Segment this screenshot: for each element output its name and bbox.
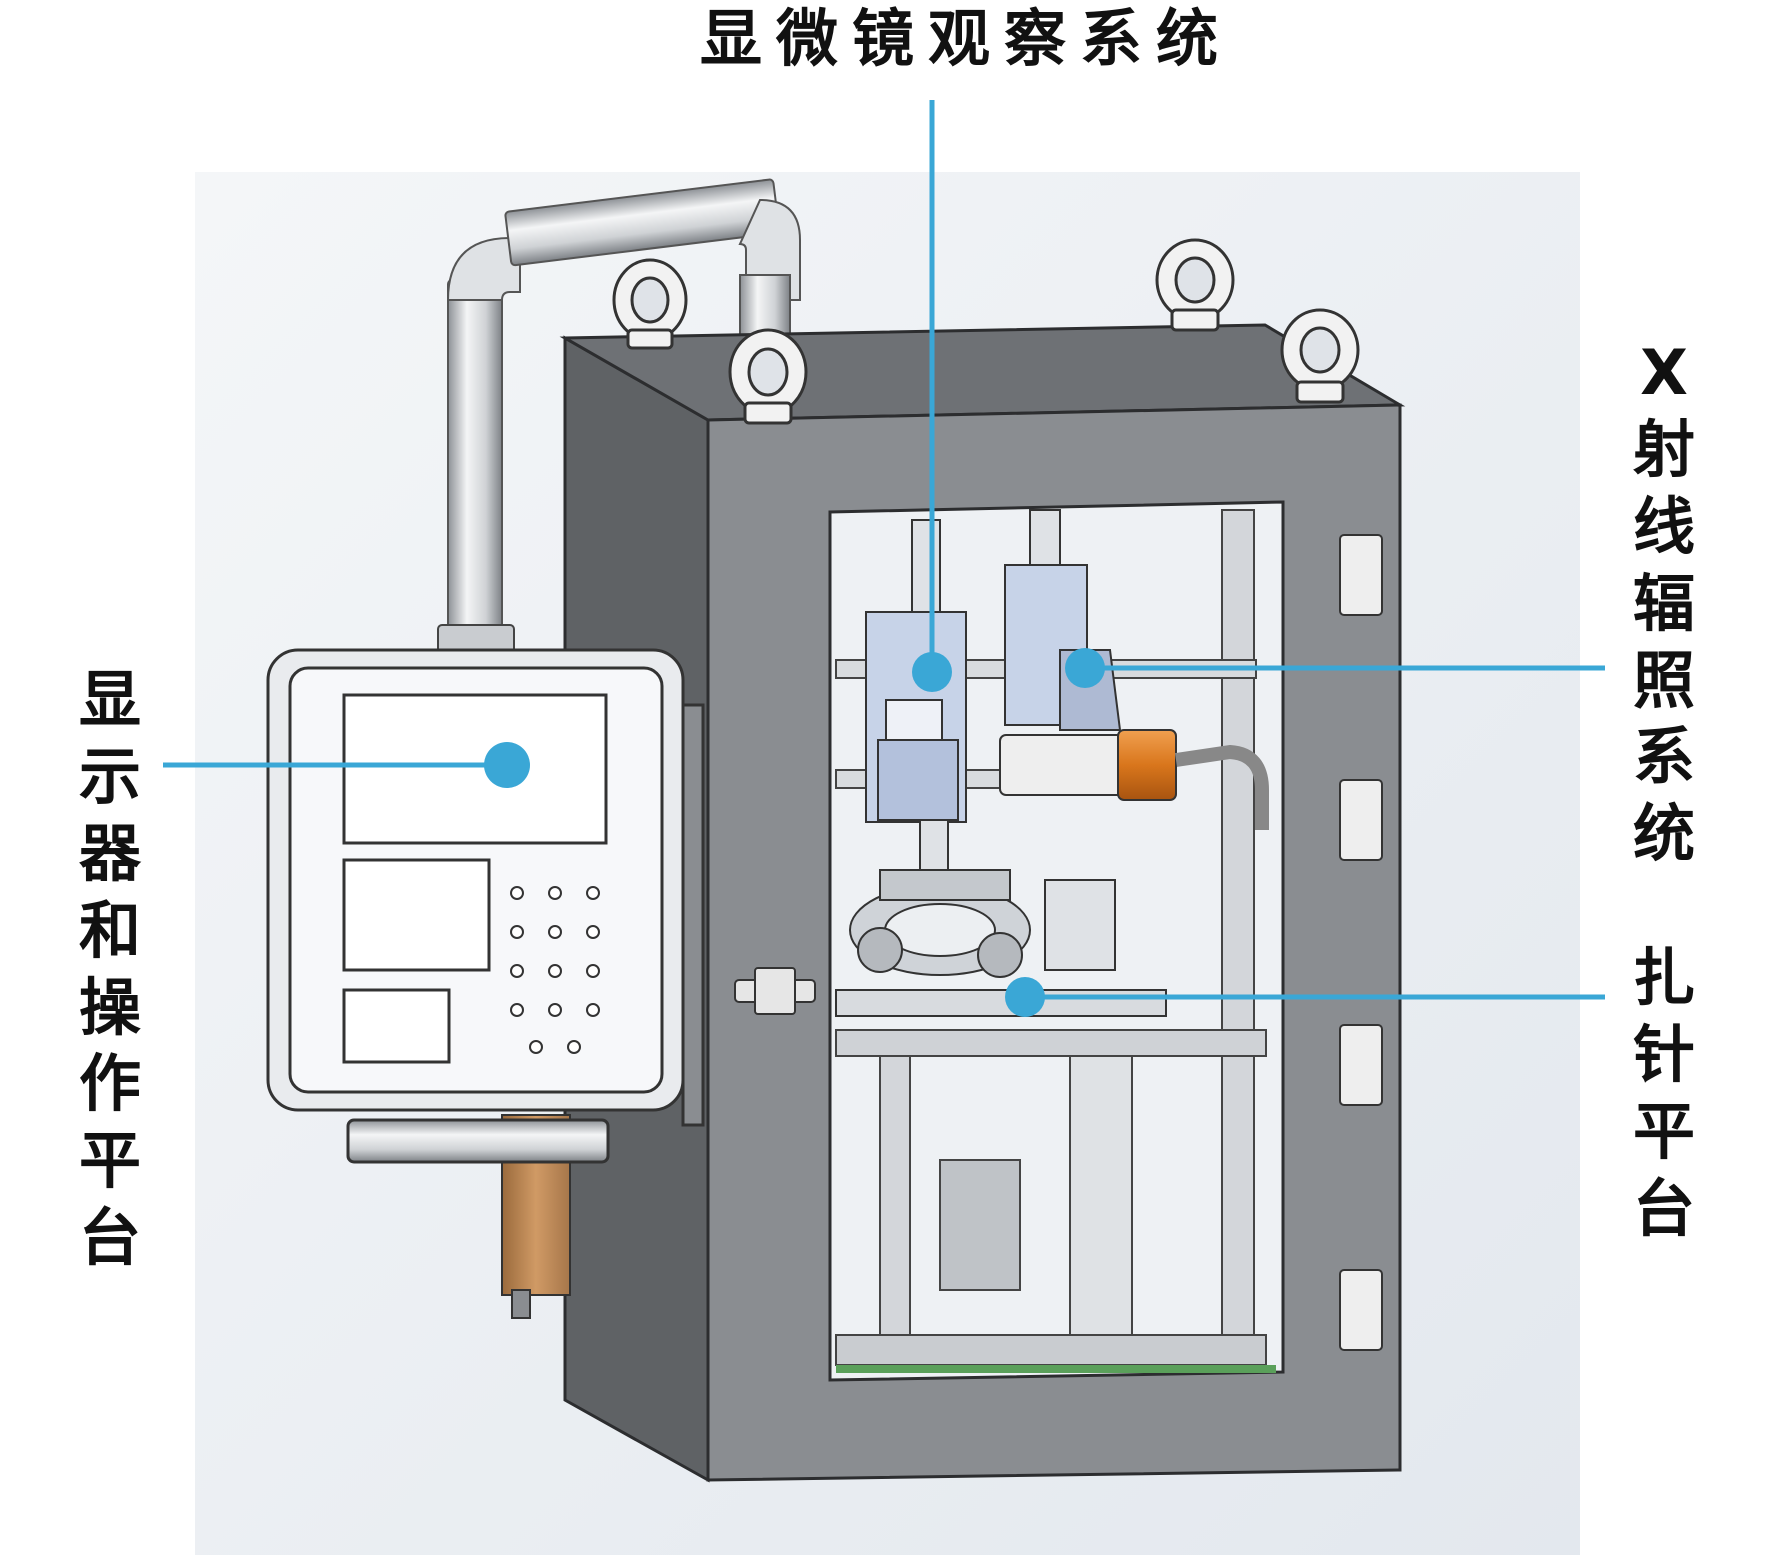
microscope-assembly [865,519,967,891]
label-needle-platform: 扎针平台 [1632,941,1695,1245]
label-microscope-system: 显微镜观察系统 [700,2,1233,75]
door-hinge-icon [1339,534,1383,1351]
control-buttons [510,886,600,1054]
control-box-icon [266,648,705,1164]
cabinet-floor [836,1365,1276,1373]
xray-assembly [999,509,1269,830]
dot-needle [1005,977,1045,1017]
lifting-eye-bolt-icon [612,238,1360,425]
dot-microscope [912,652,952,692]
leader-lines [163,100,1605,1000]
cabinet-top [559,323,1406,422]
callout-dots [484,648,1105,1017]
label-display-platform: 显示器和操作平台 [78,663,141,1275]
dot-xray [1065,648,1105,688]
needle-stage [835,869,1167,1017]
dot-display [484,742,530,788]
label-xray-system: X射线辐照系统 [1632,336,1695,871]
cable-arm-icon [437,178,801,654]
door-latch-icon [734,967,816,1015]
